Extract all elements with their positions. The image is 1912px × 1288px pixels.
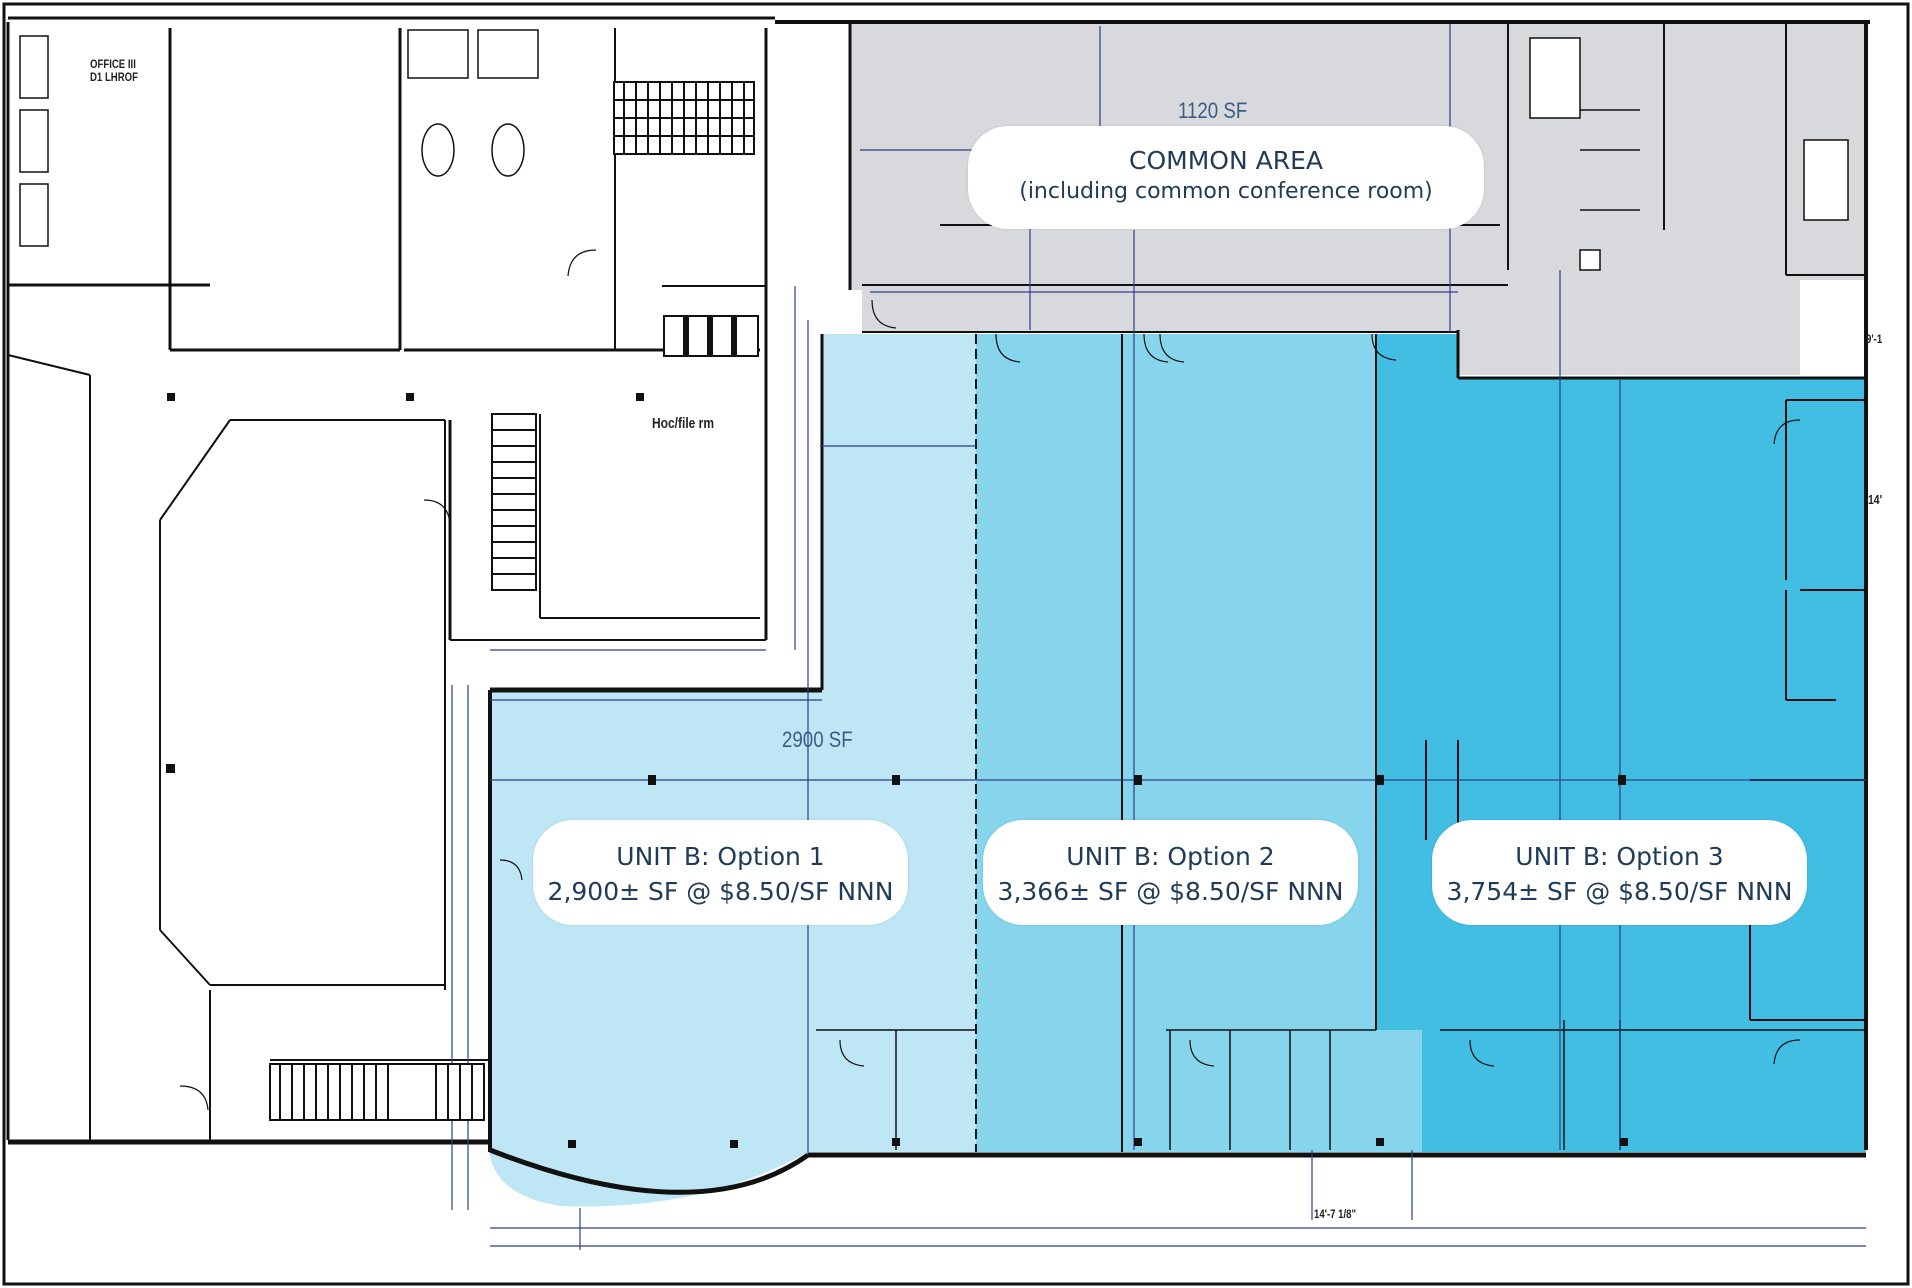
common-area-title: COMMON AREA [1129,146,1323,175]
door-swings [179,249,1801,1111]
office-note-label: OFFICE III D1 LHROF [90,57,138,84]
unit-option-2-callout: UNIT B: Option 2 3,366± SF @ $8.50/SF NN… [983,820,1358,925]
hoc-room-label: Hoc/file rm [652,415,715,432]
right-edge-label: 14' [1868,492,1883,507]
unit-option-3-title: UNIT B: Option 3 [1515,842,1724,871]
walls [6,16,1870,1195]
common-area-subtitle: (including common conference room) [1019,179,1433,204]
unit-option-1-detail: 2,900± SF @ $8.50/SF NNN [547,877,894,906]
common-area-callout: COMMON AREA (including common conference… [968,126,1484,229]
right-edge-label-2: 9'-1 [1866,332,1883,346]
dimension-lines [451,24,1866,1250]
restroom-fixtures [19,29,1849,271]
unit-option-3-callout: UNIT B: Option 3 3,754± SF @ $8.50/SF NN… [1432,820,1807,925]
unit-option-3-detail: 3,754± SF @ $8.50/SF NNN [1446,877,1793,906]
unit-option-1-callout: UNIT B: Option 1 2,900± SF @ $8.50/SF NN… [533,820,908,925]
common-area-sf-label: 1120 SF [1178,98,1248,123]
unit-option-2-title: UNIT B: Option 2 [1066,842,1275,871]
stairs [269,81,759,1121]
columns [166,393,1628,1148]
unit-option-2-zone [976,334,1422,1152]
dimension-label: 14'-7 1/8" [1314,1207,1357,1221]
unit-option-1-title: UNIT B: Option 1 [616,842,825,871]
unit-option-1-sf-label: 2900 SF [782,727,853,752]
unit-option-2-detail: 3,366± SF @ $8.50/SF NNN [997,877,1344,906]
unit-option-1-zone [490,334,976,1207]
unit-option-3-zone [1376,334,1866,1152]
